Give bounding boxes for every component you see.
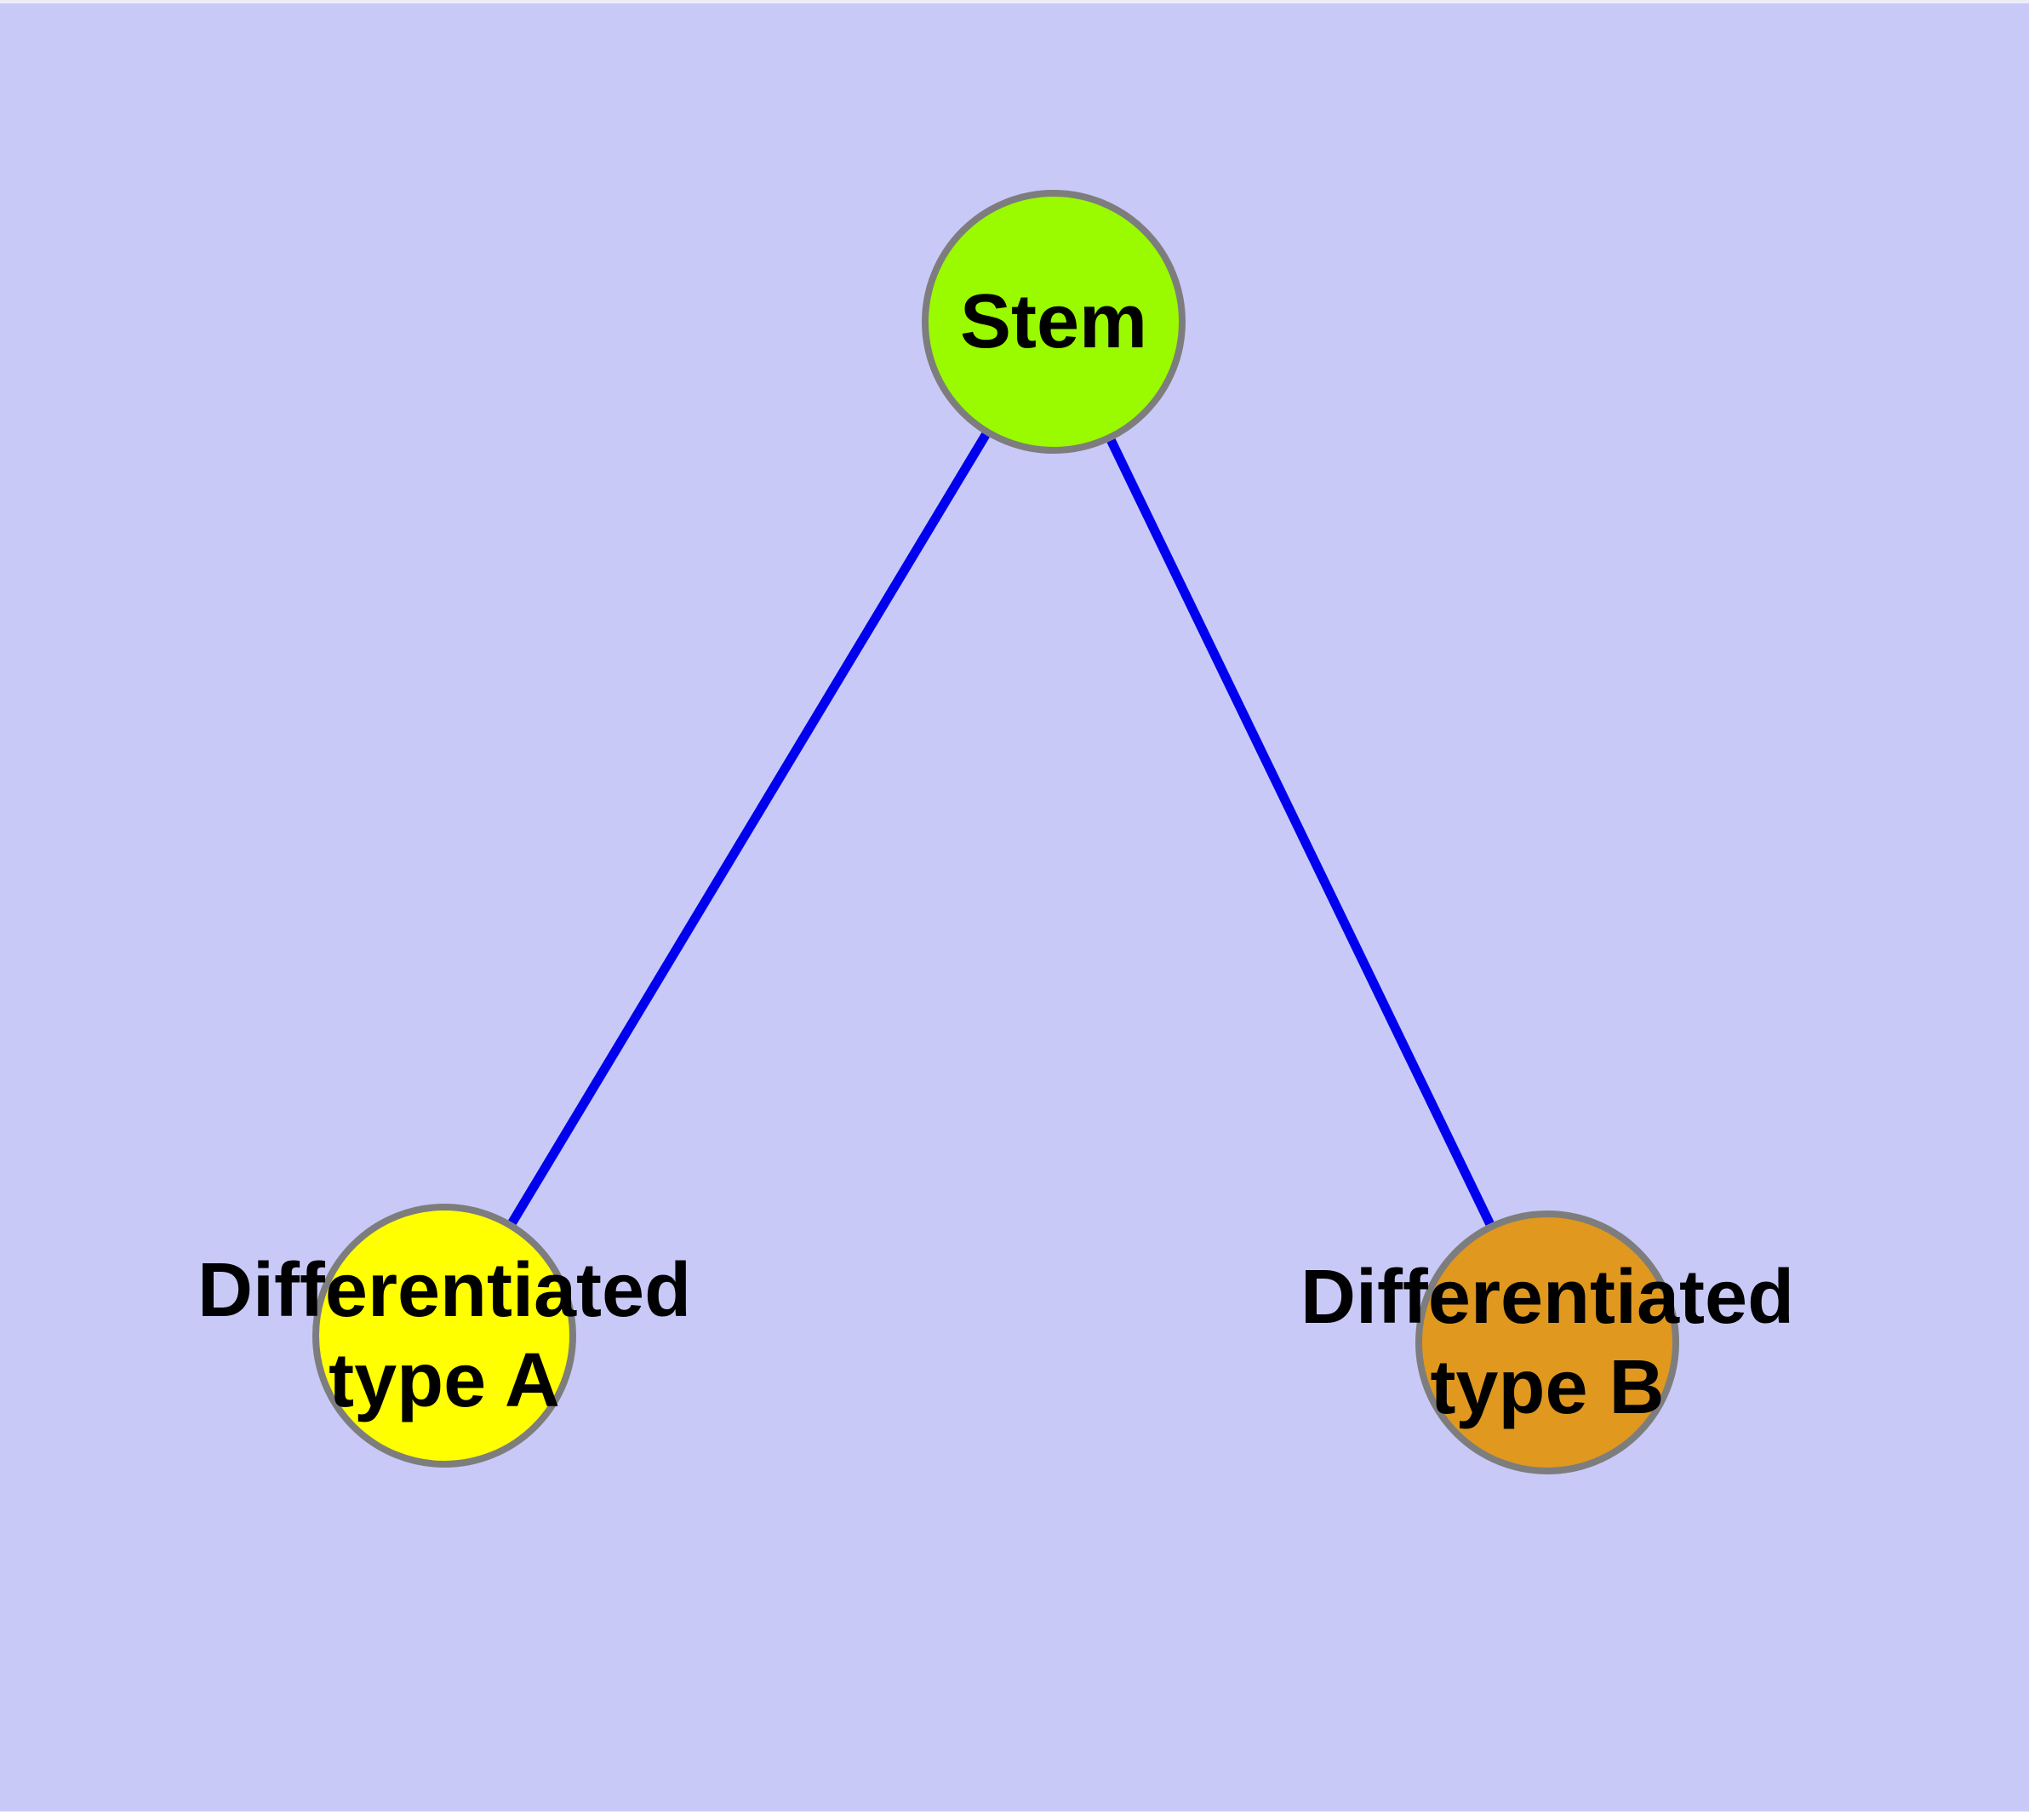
node-differentiated-type-b (1415, 1210, 1679, 1474)
edge-stem-to-differentiated-type-b (1106, 438, 1495, 1226)
node-differentiated-type-a (312, 1204, 576, 1468)
node-stem (922, 190, 1186, 454)
edge-layer (508, 432, 1495, 1226)
edge-stem-to-differentiated-type-a (508, 432, 990, 1225)
